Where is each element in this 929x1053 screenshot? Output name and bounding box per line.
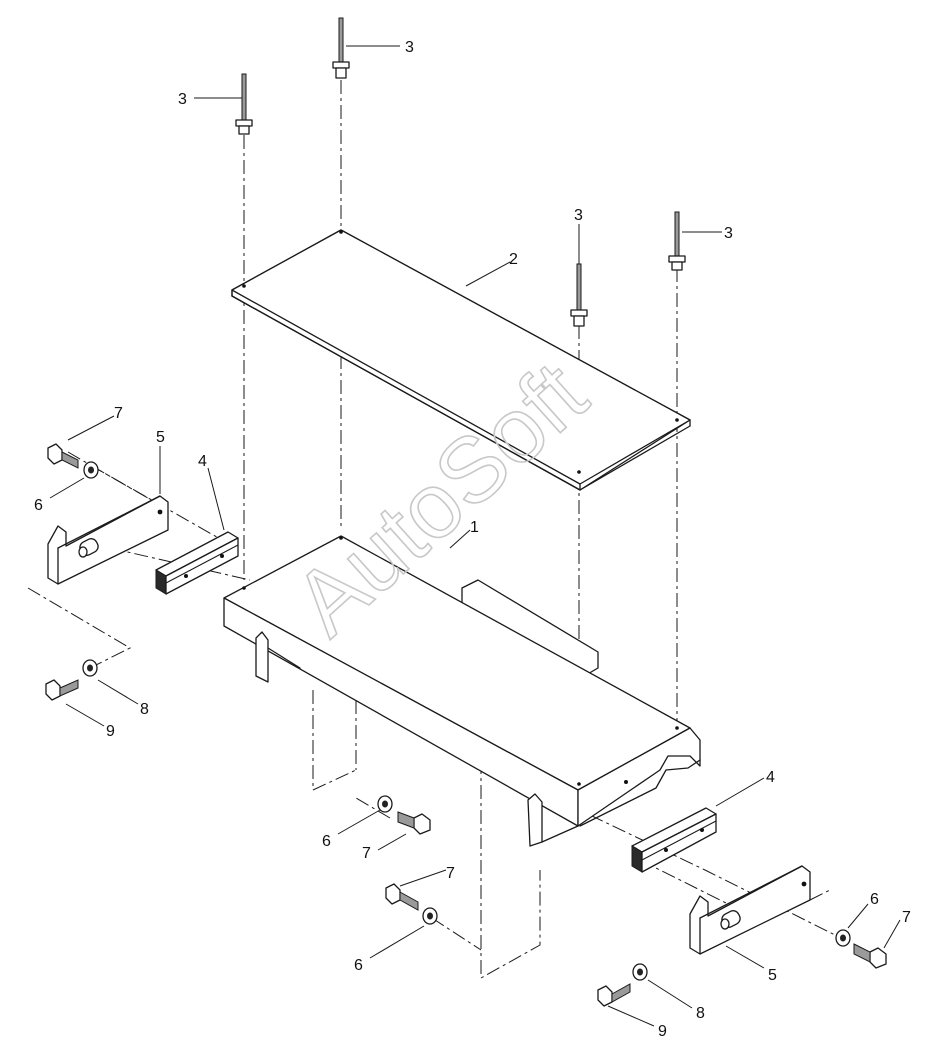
top-plate: [231, 229, 691, 491]
callout-7: 7: [446, 865, 455, 882]
clamp-bracket-right: [689, 865, 811, 955]
clamp-bracket-left: [47, 495, 169, 585]
callout-2: 2: [509, 251, 518, 268]
bolt-9-right: [597, 983, 631, 1007]
rivet-1: [235, 73, 253, 135]
callout-4: 4: [198, 453, 207, 470]
bolt-9-left: [45, 679, 79, 701]
washer-6-lower: [422, 907, 438, 925]
bolt-7-left: [47, 443, 79, 469]
callout-3: 3: [724, 225, 733, 242]
washer-6-center: [377, 795, 393, 813]
callout-5: 5: [156, 429, 165, 446]
callout-3: 3: [405, 39, 414, 56]
tray-base: [223, 535, 701, 847]
rubber-block-left: [155, 531, 239, 595]
callout-8: 8: [140, 701, 149, 718]
callout-7: 7: [362, 845, 371, 862]
washer-6-right: [835, 929, 851, 947]
callout-9: 9: [658, 1023, 667, 1040]
rivet-2: [332, 17, 350, 79]
callout-5: 5: [768, 967, 777, 984]
rubber-block-right: [631, 807, 717, 873]
bolt-7-center: [397, 811, 431, 835]
leader-lines: [49, 45, 901, 1027]
callout-labels: 3 3 3 3 2 1 5 4 7 6 8 9 6 7 7 6 4 5 6 7 …: [34, 39, 911, 1040]
callout-1: 1: [470, 519, 479, 536]
callout-6: 6: [354, 957, 363, 974]
callout-3: 3: [574, 207, 583, 224]
rivet-4: [668, 211, 686, 271]
bolt-7-right: [853, 943, 887, 969]
callout-4: 4: [766, 769, 775, 786]
rivet-3: [570, 263, 588, 327]
callout-8: 8: [696, 1005, 705, 1022]
washer-8-left: [82, 659, 98, 677]
callout-9: 9: [106, 723, 115, 740]
callout-6: 6: [870, 891, 879, 908]
callout-3: 3: [178, 91, 187, 108]
callout-7: 7: [114, 405, 123, 422]
bolt-7-lower: [385, 883, 419, 911]
washer-6-left: [83, 461, 99, 479]
callout-7: 7: [902, 909, 911, 926]
callout-6: 6: [322, 833, 331, 850]
washer-8-right: [632, 963, 648, 981]
callout-6: 6: [34, 497, 43, 514]
